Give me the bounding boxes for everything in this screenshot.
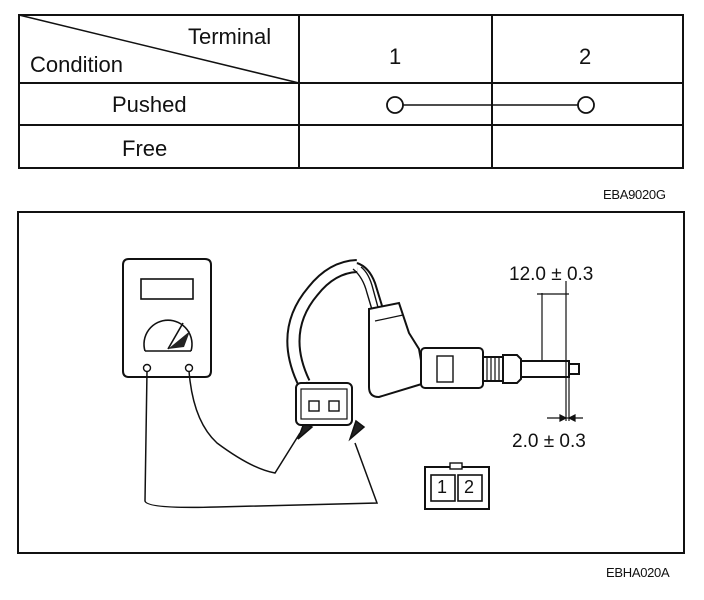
row-label-free: Free — [122, 136, 168, 161]
multimeter — [122, 258, 212, 378]
continuity-mark — [386, 96, 595, 114]
diagram-figure-code: EBHA020A — [606, 565, 670, 580]
connector-pin-1: 1 — [437, 477, 448, 497]
dimension-lines — [537, 281, 583, 422]
connector-pinout — [424, 462, 490, 510]
dimension-upper: 12.0 ± 0.3 — [509, 264, 594, 285]
wire-harness — [286, 259, 384, 387]
connector-pin-2: 2 — [464, 477, 475, 497]
header-diagonal — [18, 14, 300, 84]
row-label-pushed: Pushed — [112, 92, 187, 117]
header-terminal: Terminal — [188, 24, 272, 49]
switch-test-diagram: 12.0 ± 0.3 2.0 ± 0.3 1 2 — [17, 211, 685, 554]
table-figure-code: EBA9020G — [603, 187, 666, 202]
table-grid — [18, 14, 684, 169]
dimension-lower: 2.0 ± 0.3 — [512, 431, 586, 452]
column-header-1: 1 — [389, 44, 402, 69]
stop-lamp-switch — [368, 301, 580, 399]
header-condition: Condition — [30, 52, 123, 77]
diagram-drawing — [17, 211, 685, 554]
harness-connector — [295, 382, 353, 426]
column-header-2: 2 — [579, 44, 592, 69]
continuity-table: Terminal Condition 1 2 Pushed Free — [18, 14, 684, 169]
